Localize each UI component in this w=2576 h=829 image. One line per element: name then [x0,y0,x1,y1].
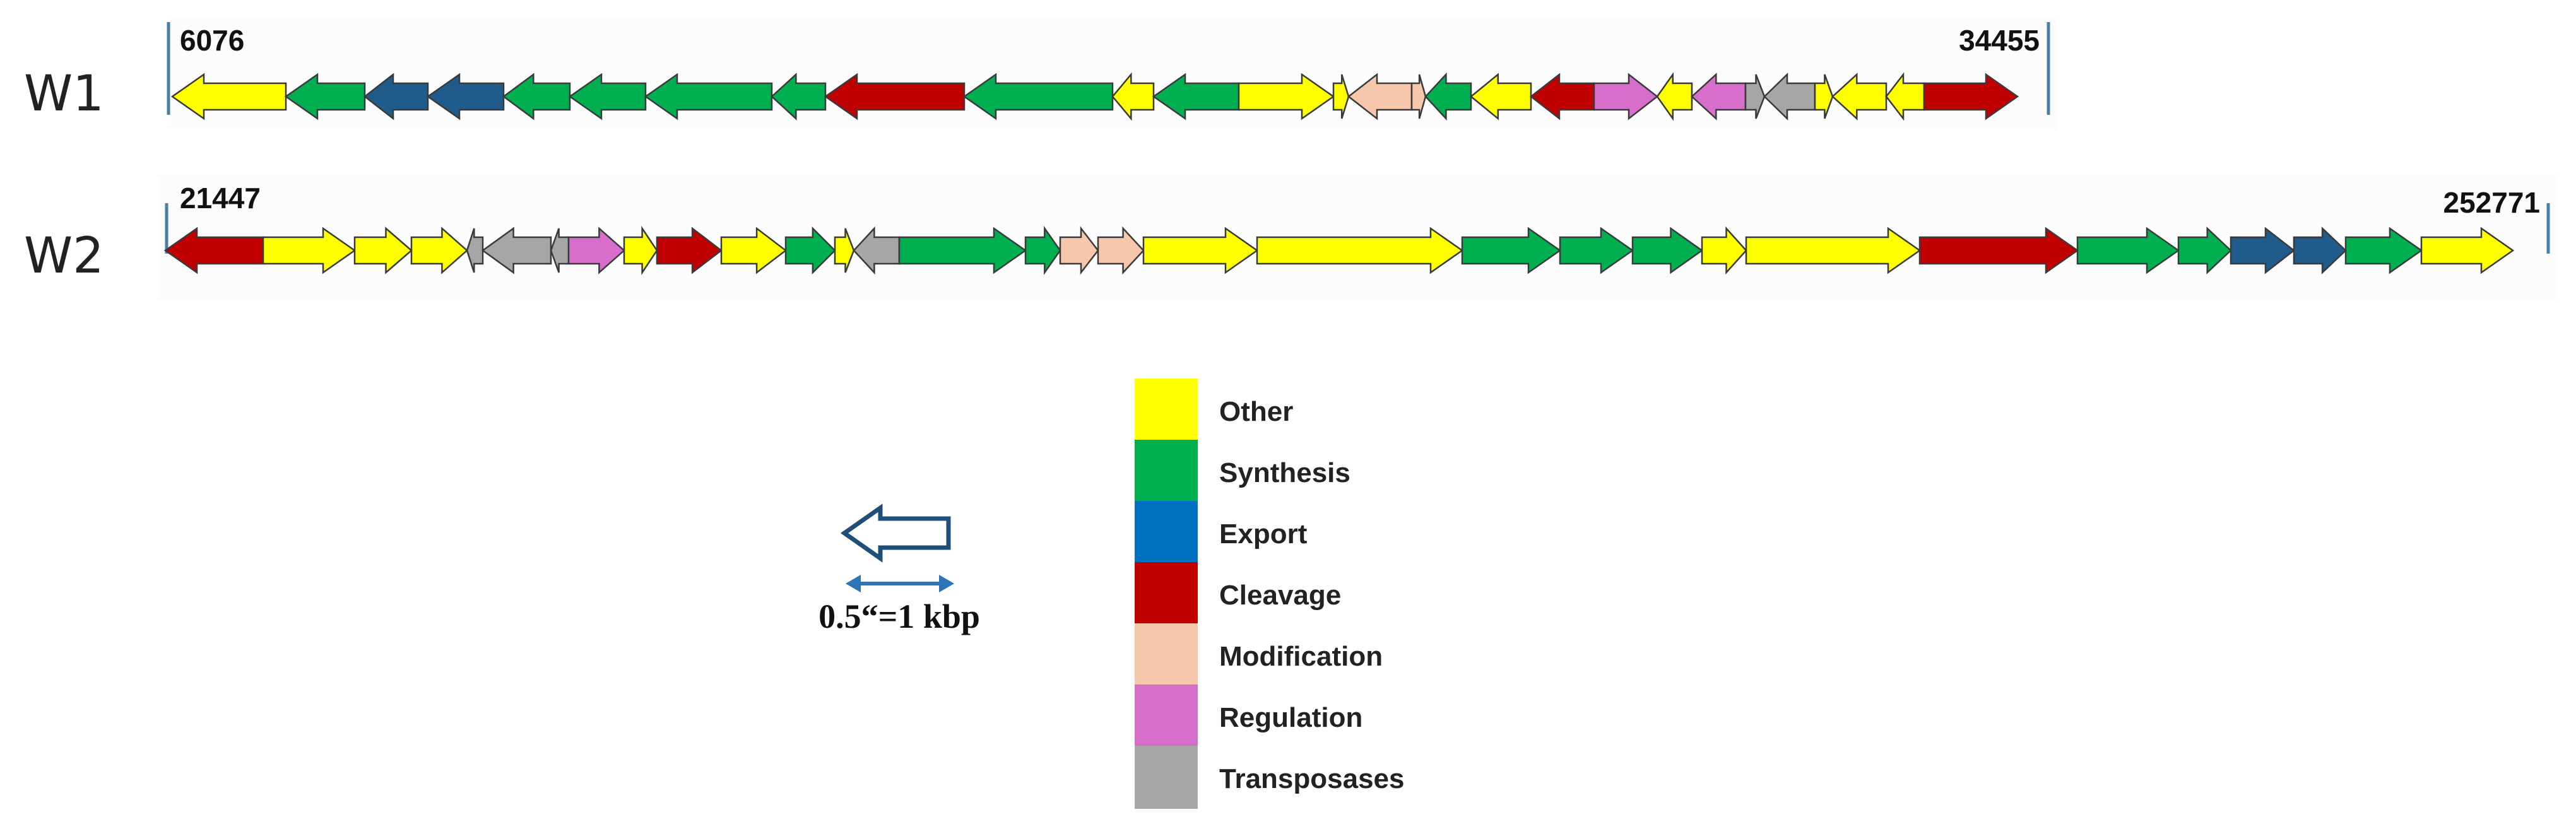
gene-arrow-other-w1-27 [1885,72,1925,121]
legend-label-export: Export [1219,519,1308,550]
gene-arrow-other-w2-13 [834,228,855,273]
gene-arrow-cleavage-w2-1 [163,226,264,274]
track-w1-background [167,19,2057,129]
gene-arrow-synthesis-w2-16 [1024,226,1061,275]
gene-arrow-export-w1-3 [363,73,429,121]
gene-arrow-other-w2-3 [353,226,413,274]
gene-arrow-other-w2-2 [262,226,357,274]
gene-arrow-synthesis-w1-2 [284,73,366,121]
gene-arrow-modification-w1-16 [1410,74,1427,119]
legend-label-synthesis: Synthesis [1219,457,1350,488]
gene-arrow-synthesis-w2-21 [1461,226,1562,274]
scale-bar-left-head-icon [846,575,861,592]
legend-label-other: Other [1219,396,1293,427]
gene-arrow-synthesis-w2-22 [1559,226,1634,274]
track-w1-start-coordinate: 6076 [180,24,244,57]
legend-swatch-synthesis [1135,440,1198,503]
legend-label-transposases: Transposases [1219,763,1405,794]
gene-arrow-synthesis-w2-31 [2344,226,2423,274]
scale-key: 0.5“=1 kbp [818,503,980,635]
gene-arrow-synthesis-w1-6 [568,73,647,121]
gene-arrow-other-w1-11 [1111,72,1155,121]
gene-arrow-other-w2-9 [623,225,658,276]
legend-label-cleavage: Cleavage [1219,580,1341,611]
gene-arrow-cleavage-w1-19 [1529,73,1595,121]
gene-arrow-synthesis-w1-8 [771,73,827,121]
scale-arrow-icon [840,503,951,563]
gene-arrow-other-w2-11 [720,226,788,274]
gene-arrow-other-w1-26 [1831,73,1888,121]
gene-arrow-other-w1-25 [1814,74,1834,119]
gene-arrow-other-w1-1 [170,73,287,121]
gene-arrow-synthesis-w1-12 [1152,73,1240,121]
track-w1-name: W1 [24,66,104,122]
track-w2-genes [163,225,2515,276]
gene-arrow-regulation-w1-22 [1691,73,1747,121]
gene-arrow-other-w2-4 [410,226,468,274]
gene-arrow-transposase-w1-23 [1744,74,1766,119]
gene-arrow-cleavage-w1-9 [824,73,966,121]
legend-label-regulation: Regulation [1219,702,1362,733]
gene-arrow-synthesis-w2-27 [2076,226,2180,274]
track-w2-name: W2 [24,228,104,285]
gene-arrow-cleavage-w2-10 [656,226,723,274]
gene-arrow-other-w1-18 [1470,73,1532,121]
track-w1-end-coordinate: 34455 [1959,24,2040,57]
gene-arrow-transposase-w2-7 [550,228,570,273]
gene-arrow-synthesis-w1-5 [502,73,571,121]
gene-arrow-export-w2-29 [2230,226,2296,274]
legend: Other Synthesis Export Cleavage Modifica… [1135,379,1405,809]
track-w2-start-coordinate: 21447 [180,182,261,215]
gene-arrow-export-w2-30 [2293,226,2347,274]
gene-arrow-synthesis-w1-7 [644,73,773,121]
legend-swatch-cleavage [1135,562,1198,625]
gene-arrow-synthesis-w2-12 [784,226,836,275]
gene-arrow-synthesis-w2-15 [898,226,1027,274]
gene-arrow-transposase-w1-24 [1763,73,1816,121]
legend-swatch-modification [1135,623,1198,686]
gene-arrow-other-w2-24 [1701,226,1747,275]
gene-arrow-cleavage-w2-26 [1918,226,2079,274]
gene-arrow-transposase-w2-6 [481,226,552,274]
scale-bar-right-head-icon [939,575,954,592]
gene-arrow-other-w1-14 [1332,74,1350,119]
gene-arrow-other-w2-25 [1745,226,1922,274]
gene-arrow-export-w1-4 [426,73,505,121]
gene-arrow-other-w1-13 [1238,73,1335,121]
legend-swatch-transposases [1135,746,1198,809]
gene-arrow-synthesis-w2-28 [2177,226,2232,274]
gene-arrow-other-w2-19 [1142,226,1259,274]
gene-arrow-regulation-w1-20 [1593,73,1659,121]
legend-swatch-export [1135,501,1198,564]
gene-arrow-cleavage-w1-28 [1923,73,2019,121]
gene-arrow-other-w2-32 [2420,226,2515,274]
track-w1: W1 6076 34455 [24,19,2057,129]
track-w2-end-coordinate: 252771 [2443,186,2541,219]
gene-arrow-other-w1-21 [1656,72,1693,121]
gene-arrow-synthesis-w1-17 [1424,72,1472,121]
legend-swatch-regulation [1135,685,1198,748]
gene-arrow-modification-w2-17 [1059,226,1099,275]
gene-arrow-transposase-w2-5 [466,228,484,273]
track-w2: W2 21447 252771 [24,173,2556,300]
gene-arrow-transposase-w2-14 [853,226,901,275]
track-w1-genes [170,72,2019,121]
legend-label-modification: Modification [1219,641,1383,672]
gene-arrow-other-w2-20 [1256,226,1464,274]
gene-arrow-synthesis-w1-10 [962,73,1114,121]
gene-arrow-modification-w2-18 [1097,226,1145,275]
gene-arrow-regulation-w2-8 [567,226,625,274]
legend-swatch-other [1135,379,1198,442]
scale-label: 0.5“=1 kbp [818,597,980,635]
gene-arrow-modification-w1-15 [1347,73,1413,121]
gene-arrow-synthesis-w2-23 [1631,226,1704,274]
